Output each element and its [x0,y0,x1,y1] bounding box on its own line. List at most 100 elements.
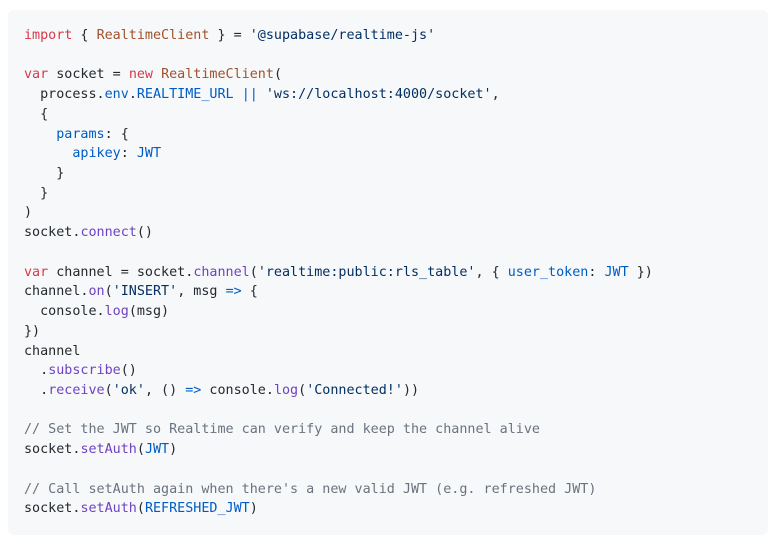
code-token-plain: { [24,106,49,122]
code-token-plain: } [24,166,65,182]
code-line: params: { [24,125,768,145]
code-token-plain [258,87,266,102]
code-token-string: 'ws://localhost:4000/socket' [265,87,492,103]
code-token-plain: ( [273,67,282,83]
code-token-func: log [104,304,129,320]
code-token-plain: ( [104,382,113,398]
code-line: ​ [24,401,768,421]
code-token-prop: params [56,126,105,142]
code-line: .receive('ok', () => console.log('Connec… [24,381,768,401]
code-token-func: on [88,284,105,300]
code-line: .subscribe() [24,361,768,381]
code-token-plain [24,127,56,142]
code-line: // Set the JWT so Realtime can verify an… [24,420,768,440]
code-token-func: setAuth [80,442,137,458]
code-token-plain: ( [136,442,145,458]
code-token-plain: { [72,28,97,43]
code-lines: import { RealtimeClient } = '@supabase/r… [24,26,768,519]
code-token-prop: JWT [136,146,162,162]
code-token-string: 'Connected!' [306,382,403,398]
code-line: ​ [24,243,768,263]
code-token-plain: channel = socket. [48,264,194,280]
code-line: } [24,184,768,204]
code-token-func: log [273,382,299,398]
code-line: ​ [24,460,768,480]
code-line: process.env.REALTIME_URL || 'ws://localh… [24,85,768,105]
code-token-plain: socket. [24,442,81,458]
code-token-plain: ( [136,501,145,517]
code-line: socket.setAuth(JWT) [24,440,768,460]
code-line: var socket = new RealtimeClient( [24,65,768,85]
code-token-plain: { [241,284,258,300]
code-token-func: setAuth [80,501,137,517]
code-token-plain: ( [104,284,113,300]
code-token-plain: socket. [24,225,81,241]
code-token-plain: : { [104,126,129,142]
code-token-class: RealtimeClient [96,28,210,43]
code-token-plain [234,87,242,102]
code-token-plain: socket. [24,501,81,517]
code-token-string: 'realtime:public:rls_table' [257,264,476,280]
code-token-plain: (msg) [128,304,170,320]
code-line: channel [24,342,768,362]
code-token-string: 'ok' [112,382,145,398]
code-token-prop: || [241,87,258,103]
code-line: ​ [24,46,768,66]
code-line: socket.setAuth(REFRESHED_JWT) [24,499,768,519]
code-token-plain: ( [298,382,307,398]
code-token-plain: : [588,264,605,280]
code-line: }) [24,322,768,342]
code-token-prop: user_token [507,264,589,280]
code-token-plain: } = [209,28,250,43]
code-token-plain: }) [628,264,653,280]
code-token-prop: REALTIME_URL [136,87,234,103]
code-token-plain: )) [402,382,420,398]
code-token-plain: channel. [24,284,89,300]
code-token-keyword: import [24,28,73,43]
code-token-prop: REFRESHED_JWT [144,501,250,517]
code-line: console.log(msg) [24,302,768,322]
code-block: import { RealtimeClient } = '@supabase/r… [8,10,768,535]
code-token-plain: , () [144,382,186,398]
code-line: import { RealtimeClient } = '@supabase/r… [24,26,768,46]
code-token-func: receive [48,382,105,398]
code-line: // Call setAuth again when there's a new… [24,480,768,500]
code-token-keyword: var [24,264,49,280]
code-line: } [24,164,768,184]
code-token-prop: JWT [144,442,170,458]
code-token-comment: // Call setAuth again when there's a new… [24,481,597,497]
code-token-keyword: var [24,67,49,83]
code-token-plain: ) [169,442,178,458]
code-token-plain: . [24,382,49,398]
code-token-plain: () [136,225,153,241]
code-token-plain: . [24,363,49,379]
code-token-plain: }) [24,323,41,339]
code-token-plain: : [120,146,137,162]
code-token-plain [153,67,161,82]
code-token-comment: // Set the JWT so Realtime can verify an… [24,422,540,438]
code-line: var channel = socket.channel('realtime:p… [24,263,768,283]
code-token-prop: env [104,87,129,103]
code-token-plain: console. [201,382,274,398]
code-line: { [24,105,768,125]
code-token-plain: , msg [177,284,226,300]
code-token-plain: console. [24,304,105,320]
code-token-prop: => [185,382,202,398]
code-token-plain: , { [475,264,508,280]
code-token-string: 'INSERT' [112,284,178,300]
code-token-string: '@supabase/realtime-js' [249,28,436,43]
code-token-plain: } [24,185,49,201]
code-content: import { RealtimeClient } = '@supabase/r… [24,26,768,519]
code-token-keyword: new [128,67,153,83]
code-token-plain: ( [249,264,258,280]
code-token-plain: () [120,363,137,379]
code-line: socket.connect() [24,223,768,243]
code-token-func: channel [193,264,250,280]
code-token-plain: , [491,87,500,103]
code-token-plain: socket = [48,67,129,83]
code-token-func: subscribe [48,363,121,379]
code-token-prop: => [225,284,242,300]
code-token-prop: apikey [72,146,121,162]
code-line: apikey: JWT [24,144,768,164]
code-token-plain: process. [24,87,105,103]
